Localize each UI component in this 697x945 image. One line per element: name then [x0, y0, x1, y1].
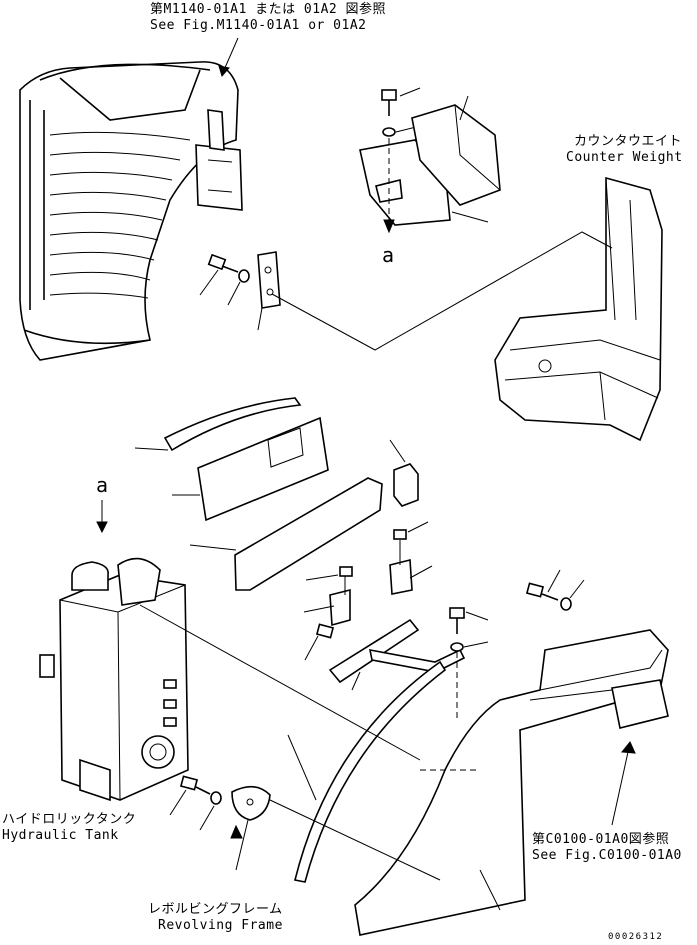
- drawing-number: 00026312: [608, 932, 664, 942]
- top-seal-strip: [134, 397, 302, 452]
- curved-edge-seal: [287, 660, 447, 883]
- arrow-down-icon: [383, 219, 395, 234]
- arrow-down-icon: [96, 521, 108, 534]
- hydraulic-tank-label-en: Hydraulic Tank: [2, 828, 119, 843]
- hood-leader-line: [223, 37, 239, 71]
- top-bolt-washer: [381, 87, 421, 137]
- frame-assembly-line: [269, 799, 441, 881]
- revolving-frame-label-en: Revolving Frame: [158, 918, 283, 933]
- fig-bottom-leader: [611, 751, 629, 826]
- bolt-washer-left: [199, 253, 250, 306]
- fig-reference-top-jp: 第M1140-01A1 または 01A2 図参照: [150, 2, 387, 17]
- foam-block: [389, 439, 419, 507]
- bolt-washer-bottom: [169, 775, 222, 831]
- view-a-label-top: a: [382, 243, 395, 267]
- side-cover: [354, 629, 669, 936]
- fig-reference-bottom-en: See Fig.C0100-01A0: [532, 848, 682, 863]
- view-a-label-left: a: [96, 473, 109, 497]
- arrow-down-icon: [218, 65, 230, 78]
- upper-cover-panel: [172, 416, 329, 522]
- bolt-washer-center: [449, 607, 489, 652]
- revolving-frame-label-jp: レボルビングフレーム: [148, 902, 283, 917]
- hydraulic-tank: [39, 557, 189, 802]
- counterweight-label-en: Counter Weight: [566, 150, 683, 165]
- cushion-pad: [411, 95, 501, 223]
- bottom-cover-plate: [231, 785, 271, 871]
- long-seal-bar: [189, 477, 383, 591]
- bolt-washer-right: [525, 569, 585, 611]
- engine-hood-assembly: [19, 61, 243, 361]
- fig-reference-top-en: See Fig.M1140-01A1 or 01A2: [150, 18, 367, 33]
- side-stay-bracket: [257, 251, 281, 331]
- arrow-up-icon: [621, 741, 636, 754]
- assembly-line: [271, 231, 613, 351]
- tank-assembly-line: [139, 604, 421, 761]
- counterweight-label-jp: カウンタウエイト: [574, 134, 683, 149]
- arrow-up-icon: [230, 824, 243, 839]
- counterweight: [494, 176, 663, 442]
- fig-reference-bottom-jp: 第C0100-01A0図参照: [532, 832, 670, 847]
- hydraulic-tank-label-jp: ハイドロリックタンク: [2, 812, 137, 827]
